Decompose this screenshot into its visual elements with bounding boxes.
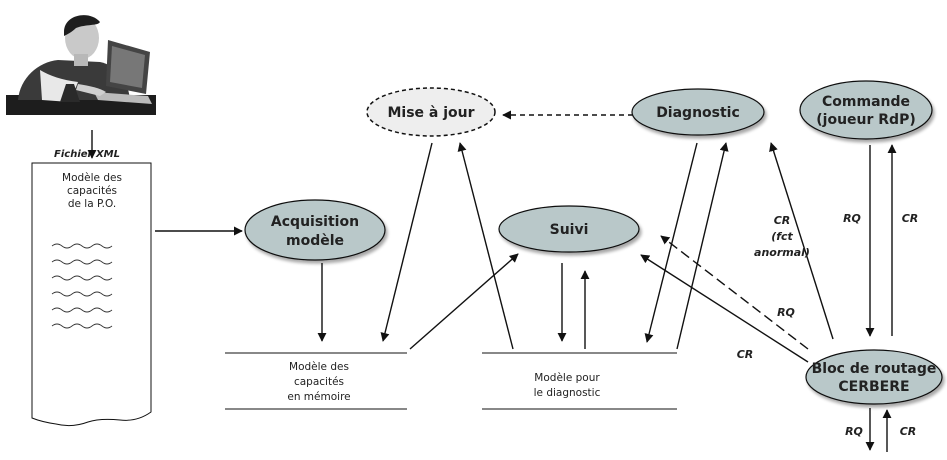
bloc-label-line-1: Bloc de routage	[812, 361, 937, 377]
arrow-bloc-to-suivi-dashed	[660, 235, 809, 350]
edge-label-cr-fct-line-2: (fct	[771, 230, 793, 243]
arrow-diagnostic-to-store	[644, 142, 698, 343]
store-diagnostic-line-1: Modèle pour	[534, 372, 600, 384]
node-commande: Commande (joueur RdP)	[799, 80, 933, 140]
store-capacites-line-1: Modèle des	[289, 361, 349, 373]
edge-label-cr-commande: CR	[902, 212, 919, 225]
acquisition-label-line-2: modèle	[286, 233, 344, 249]
bloc-shape	[805, 349, 943, 405]
node-suivi: Suivi	[498, 205, 640, 253]
store-diagnostic-line-2: le diagnostic	[534, 387, 601, 399]
arrow-store-diag-to-maj	[457, 142, 514, 350]
edge-label-rq-commande: RQ	[843, 212, 861, 225]
diagnostic-shape	[631, 88, 765, 136]
document-line-1: Modèle des	[62, 172, 122, 184]
node-acquisition-modele: Acquisition modèle	[244, 199, 386, 261]
file-caption: Fichier XML	[54, 149, 120, 160]
commande-label-line-2: (joueur RdP)	[816, 112, 915, 128]
mise-a-jour-label: Mise à jour	[387, 105, 474, 121]
edge-label-cr-suivi: CR	[737, 348, 754, 361]
edge-label-rq-bottom: RQ	[845, 425, 863, 438]
store-capacites-line-3: en mémoire	[287, 391, 350, 403]
arrow-bloc-to-diagnostic	[769, 142, 834, 340]
diagnostic-label: Diagnostic	[656, 105, 740, 121]
store-modele-capacites: Modèle des capacités en mémoire	[225, 352, 407, 410]
arrows	[87, 110, 897, 452]
edge-label-cr-fct-line-3: anormal)	[754, 246, 810, 259]
document-line-2: capacités	[67, 185, 117, 197]
bloc-label-line-2: CERBERE	[838, 379, 909, 395]
arrow-maj-to-store	[380, 142, 433, 342]
suivi-label: Suivi	[550, 222, 589, 238]
node-bloc-de-routage: Bloc de routage CERBERE	[805, 349, 943, 405]
user-at-laptop-illustration	[6, 15, 156, 115]
mise-a-jour-shape	[366, 87, 496, 137]
node-diagnostic: Diagnostic	[631, 88, 765, 136]
document-squiggles	[51, 243, 113, 329]
store-modele-diagnostic: Modèle pour le diagnostic	[482, 352, 677, 410]
commande-shape	[799, 80, 933, 140]
arrow-store-to-suivi	[409, 253, 519, 350]
edge-labels: CR (fct anormal) RQ CR RQ CR RQ CR	[737, 212, 919, 438]
arrow-bloc-to-suivi	[640, 254, 809, 363]
store-capacites-line-2: capacités	[294, 376, 344, 388]
xml-file-document: Fichier XML Modèle des capacités de la P…	[31, 149, 152, 427]
arrow-store-to-diagnostic	[676, 142, 729, 350]
acquisition-label-line-1: Acquisition	[271, 214, 359, 230]
edge-label-cr-fct-line-1: CR	[774, 214, 791, 227]
node-mise-a-jour: Mise à jour	[366, 87, 496, 137]
acquisition-shape	[244, 199, 386, 261]
edge-label-rq-suivi: RQ	[777, 306, 795, 319]
document-line-3: de la P.O.	[68, 198, 116, 210]
suivi-shape	[498, 205, 640, 253]
edge-label-cr-bottom: CR	[900, 425, 917, 438]
commande-label-line-1: Commande	[822, 94, 910, 110]
